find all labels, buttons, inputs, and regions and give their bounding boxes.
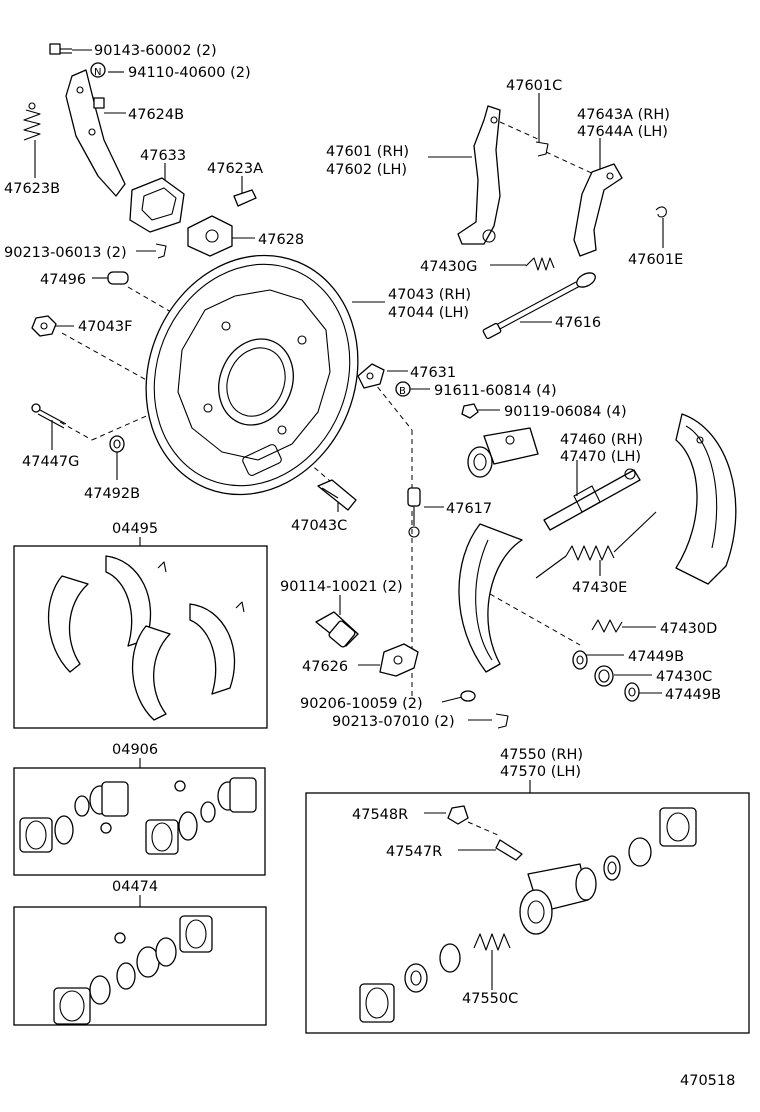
assembly-lines bbox=[59, 121, 599, 837]
label-90213-06013: 90213-06013 (2) bbox=[4, 245, 127, 261]
label-47430D: 47430D bbox=[660, 621, 717, 637]
clip-47601C bbox=[535, 141, 549, 157]
plate-47631 bbox=[357, 363, 385, 389]
label-47623A: 47623A bbox=[207, 161, 263, 177]
label-47601E: 47601E bbox=[628, 252, 683, 268]
kit-box-04495 bbox=[13, 545, 268, 729]
leader-lines bbox=[34, 49, 664, 990]
label-47044-lh: 47044 (LH) bbox=[388, 305, 469, 321]
spring-47623B bbox=[23, 102, 41, 141]
label-47043-rh: 47043 (RH) bbox=[388, 287, 471, 303]
label-47623B: 47623B bbox=[4, 181, 60, 197]
label-47547R: 47547R bbox=[386, 844, 442, 860]
wheel-cylinder-47460 bbox=[467, 427, 539, 478]
adjuster-47470 bbox=[543, 468, 641, 531]
kit-box-04474 bbox=[13, 906, 267, 1026]
label-47628: 47628 bbox=[258, 232, 304, 248]
label-47570-lh: 47570 (LH) bbox=[500, 764, 581, 780]
label-47550-rh: 47550 (RH) bbox=[500, 747, 583, 763]
label-47602-lh: 47602 (LH) bbox=[326, 162, 407, 178]
lever-47643A bbox=[573, 163, 623, 257]
label-47449B-upper: 47449B bbox=[628, 649, 684, 665]
label-47550C: 47550C bbox=[462, 991, 518, 1007]
boot-47633 bbox=[129, 177, 185, 233]
label-47430C: 47430C bbox=[656, 669, 712, 685]
adjuster-47628 bbox=[187, 215, 233, 257]
spring-47430G bbox=[525, 257, 555, 271]
cable-47616 bbox=[482, 272, 596, 340]
bolt-90114 bbox=[315, 611, 359, 648]
pin-47623A bbox=[233, 189, 257, 207]
kit-box-47550 bbox=[305, 792, 750, 1034]
nut-marker-letter: N bbox=[94, 67, 101, 78]
spring-47430E bbox=[535, 511, 657, 579]
bolt-47447G bbox=[31, 403, 67, 429]
washer-47449B-upper bbox=[572, 650, 588, 670]
label-47617: 47617 bbox=[446, 501, 492, 517]
washer-47449B-lower bbox=[624, 682, 640, 702]
label-47626: 47626 bbox=[302, 659, 348, 675]
spring-47430D bbox=[591, 619, 623, 633]
label-90143-60002: 90143-60002 (2) bbox=[94, 43, 217, 59]
label-47624B: 47624B bbox=[128, 107, 184, 123]
bolt-90143 bbox=[49, 43, 72, 55]
bolt-47043C bbox=[317, 479, 357, 511]
label-kit-04474: 04474 bbox=[112, 879, 158, 895]
label-47043F: 47043F bbox=[78, 319, 132, 335]
label-90213-07010: 90213-07010 (2) bbox=[332, 714, 455, 730]
label-47430E: 47430E bbox=[572, 580, 627, 596]
kit-box-04906 bbox=[13, 767, 266, 876]
plug-47496 bbox=[107, 271, 129, 285]
backing-plate-47043 bbox=[145, 254, 359, 496]
nut-marker-94110: N bbox=[90, 62, 106, 78]
rear-shoe-right bbox=[675, 413, 737, 585]
clip-90213-b bbox=[495, 713, 509, 729]
nut-47043F bbox=[31, 315, 57, 337]
part-labels: 90143-60002 (2) 94110-40600 (2) 47624B 4… bbox=[4, 43, 735, 1089]
label-47430G: 47430G bbox=[420, 259, 477, 275]
front-shoe-center bbox=[458, 523, 523, 673]
label-47043C: 47043C bbox=[291, 518, 347, 534]
diagram-id: 470518 bbox=[680, 1073, 735, 1089]
label-94110-40600: 94110-40600 (2) bbox=[128, 65, 251, 81]
bolt-marker-91611: B bbox=[395, 381, 411, 397]
link-47617 bbox=[407, 487, 421, 538]
clip-90213-a bbox=[155, 243, 167, 259]
bracket-47626 bbox=[379, 643, 419, 677]
label-47633: 47633 bbox=[140, 148, 186, 164]
label-kit-04906: 04906 bbox=[112, 742, 158, 758]
grommet-47492B bbox=[109, 435, 125, 453]
spring-47430C bbox=[594, 665, 614, 687]
label-47644A-lh: 47644A (LH) bbox=[577, 124, 668, 140]
label-47616: 47616 bbox=[555, 315, 601, 331]
label-47643A-rh: 47643A (RH) bbox=[577, 107, 670, 123]
label-47548R: 47548R bbox=[352, 807, 408, 823]
label-47460-rh: 47460 (RH) bbox=[560, 432, 643, 448]
label-47447G: 47447G bbox=[22, 454, 79, 470]
label-47470-lh: 47470 (LH) bbox=[560, 449, 641, 465]
label-47631: 47631 bbox=[410, 365, 456, 381]
label-90206-10059: 90206-10059 (2) bbox=[300, 696, 423, 712]
parking-lever-bracket bbox=[65, 69, 126, 197]
washer-47601E bbox=[655, 206, 667, 218]
label-90114-10021: 90114-10021 (2) bbox=[280, 579, 403, 595]
label-kit-04495: 04495 bbox=[112, 521, 158, 537]
washer-90206 bbox=[460, 690, 476, 702]
parking-lever-47601 bbox=[457, 105, 501, 245]
label-47492B: 47492B bbox=[84, 486, 140, 502]
label-90119-06084: 90119-06084 (4) bbox=[504, 404, 627, 420]
label-47449B-lower: 47449B bbox=[665, 687, 721, 703]
bolt-90119 bbox=[461, 403, 479, 419]
label-47601C: 47601C bbox=[506, 78, 562, 94]
label-47496: 47496 bbox=[40, 272, 86, 288]
label-91611-60814: 91611-60814 (4) bbox=[434, 383, 557, 399]
label-47601-rh: 47601 (RH) bbox=[326, 144, 409, 160]
bolt-marker-letter: B bbox=[399, 386, 406, 397]
